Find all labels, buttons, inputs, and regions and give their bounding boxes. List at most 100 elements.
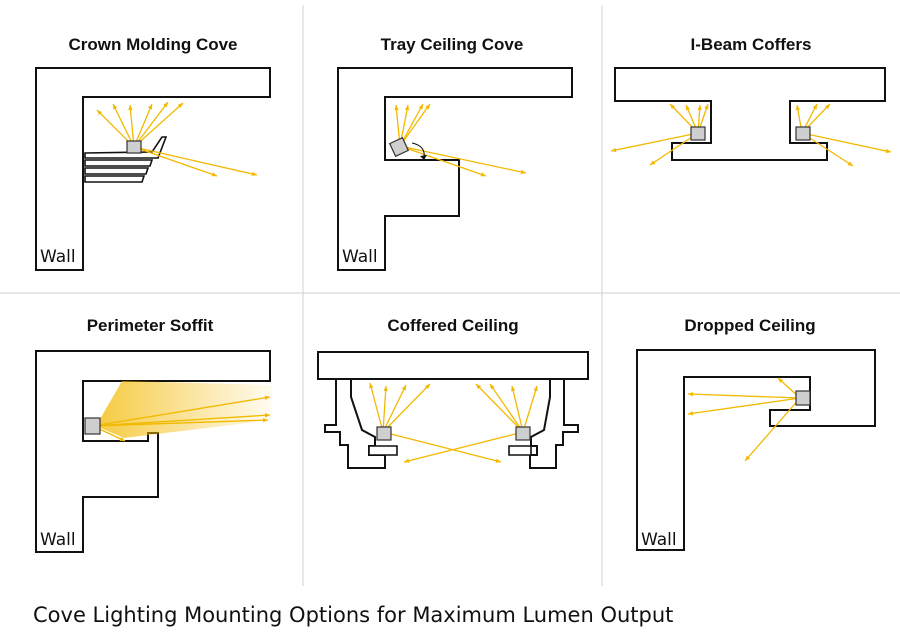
led-fixture bbox=[388, 136, 410, 158]
light-ray-arrowhead bbox=[211, 172, 217, 177]
wall-label: Wall bbox=[342, 247, 378, 267]
led-fixture bbox=[126, 140, 142, 154]
light-ray-arrowhead bbox=[262, 417, 268, 423]
light-ray bbox=[92, 414, 271, 427]
light-ray-arrowhead bbox=[495, 458, 501, 463]
light-ray bbox=[133, 101, 169, 148]
light-ray bbox=[129, 104, 135, 148]
ceiling-wall-section bbox=[636, 349, 876, 551]
light-ray bbox=[522, 385, 538, 433]
light-ray bbox=[112, 103, 135, 148]
led-fixture bbox=[795, 390, 811, 406]
light-ray-arrowhead bbox=[795, 105, 801, 111]
light-ray-arrowhead bbox=[650, 160, 656, 165]
panel-title: Dropped Ceiling bbox=[684, 316, 815, 335]
light-ray-arrowhead bbox=[119, 436, 125, 441]
wall-label: Wall bbox=[641, 530, 677, 550]
light-ray bbox=[133, 146, 218, 177]
light-ray-arrowhead bbox=[490, 384, 495, 390]
light-ray-arrowhead bbox=[251, 171, 257, 177]
light-ray bbox=[610, 132, 699, 152]
panel-title: Tray Ceiling Cove bbox=[381, 35, 524, 54]
light-ray-arrowhead bbox=[704, 104, 709, 110]
light-ray-arrowhead bbox=[163, 102, 168, 108]
light-ray bbox=[744, 397, 801, 462]
light-ray-arrowhead bbox=[824, 104, 830, 110]
light-ray-arrowhead bbox=[404, 105, 410, 111]
led-fixture bbox=[376, 426, 392, 441]
light-ray-arrowhead bbox=[480, 172, 486, 177]
light-ray-arrowhead bbox=[745, 455, 750, 461]
light-ray bbox=[382, 431, 502, 463]
light-ray bbox=[382, 384, 407, 433]
light-ray bbox=[133, 146, 258, 176]
light-ray bbox=[511, 385, 524, 433]
light-ray bbox=[382, 385, 387, 433]
wall-label: Wall bbox=[40, 247, 76, 267]
light-ray-arrowhead bbox=[511, 386, 516, 392]
led-fixture bbox=[515, 426, 531, 441]
light-ray-arrowhead bbox=[847, 161, 853, 166]
light-ray-arrowhead bbox=[97, 110, 103, 116]
panel-dropped-ceiling: Dropped Ceiling Wall bbox=[636, 316, 876, 551]
light-ray-arrowhead bbox=[670, 104, 676, 110]
light-ray-arrowhead bbox=[697, 105, 702, 111]
light-wash bbox=[96, 381, 272, 438]
coffer-beam-right bbox=[529, 378, 579, 469]
light-ray-arrowhead bbox=[383, 386, 388, 392]
light-ray bbox=[133, 103, 153, 148]
ceiling-wall-section bbox=[35, 350, 271, 553]
ceiling-wall-section bbox=[337, 67, 573, 271]
led-fixture bbox=[84, 417, 101, 435]
molding-band-3 bbox=[84, 175, 146, 183]
light-ray-arrowhead bbox=[401, 385, 406, 391]
light-ray-arrowhead bbox=[778, 378, 784, 383]
panel-perimeter-soffit: Perimeter Soffit Wall bbox=[35, 316, 272, 553]
light-ray-arrowhead bbox=[611, 147, 617, 153]
panel-title: Crown Molding Cove bbox=[68, 35, 237, 54]
light-ray-arrowhead bbox=[885, 148, 891, 154]
ceiling-slab bbox=[317, 351, 589, 380]
light-ray-arrowhead bbox=[177, 103, 183, 108]
i-beam-section bbox=[614, 67, 886, 161]
light-ray-arrowhead bbox=[148, 104, 153, 110]
light-ray-arrowhead bbox=[369, 383, 374, 389]
light-ray-arrowhead bbox=[394, 105, 399, 111]
light-ray bbox=[399, 145, 487, 177]
light-ray bbox=[92, 419, 269, 427]
light-rays bbox=[403, 383, 538, 463]
light-ray-arrowhead bbox=[418, 104, 423, 110]
light-ray-arrowhead bbox=[476, 384, 482, 390]
panel-title: Perimeter Soffit bbox=[87, 316, 214, 335]
led-fixture bbox=[795, 126, 811, 141]
light-ray-arrowhead bbox=[688, 391, 694, 397]
light-ray bbox=[687, 393, 801, 399]
light-ray-arrowhead bbox=[128, 105, 133, 111]
light-ray bbox=[475, 383, 524, 433]
light-ray bbox=[801, 132, 892, 153]
led-fixture bbox=[690, 126, 706, 141]
ceiling-wall-section bbox=[35, 67, 271, 271]
light-ray bbox=[369, 382, 384, 433]
light-ray-arrowhead bbox=[520, 169, 526, 175]
fixture-ledge-right bbox=[508, 445, 532, 456]
panel-i-beam-coffers: I-Beam Coffers bbox=[610, 35, 892, 167]
light-ray bbox=[649, 132, 699, 166]
light-ray bbox=[92, 396, 271, 427]
light-ray-arrowhead bbox=[424, 384, 430, 390]
light-rays bbox=[96, 101, 258, 177]
figure-caption: Cove Lighting Mounting Options for Maxim… bbox=[33, 603, 673, 627]
panel-title: Coffered Ceiling bbox=[387, 316, 518, 335]
light-ray-arrowhead bbox=[264, 413, 270, 418]
light-ray-arrowhead bbox=[404, 458, 410, 463]
rotate-arrowhead-icon bbox=[420, 155, 427, 160]
panel-coffered-ceiling: Coffered Ceiling bbox=[317, 316, 589, 469]
light-rays bbox=[369, 382, 502, 463]
light-ray bbox=[489, 383, 524, 433]
molding-band-1 bbox=[84, 159, 154, 167]
light-ray-arrowhead bbox=[812, 104, 817, 110]
light-ray-arrowhead bbox=[264, 395, 270, 400]
panel-title: I-Beam Coffers bbox=[691, 35, 812, 54]
light-ray bbox=[382, 383, 431, 433]
